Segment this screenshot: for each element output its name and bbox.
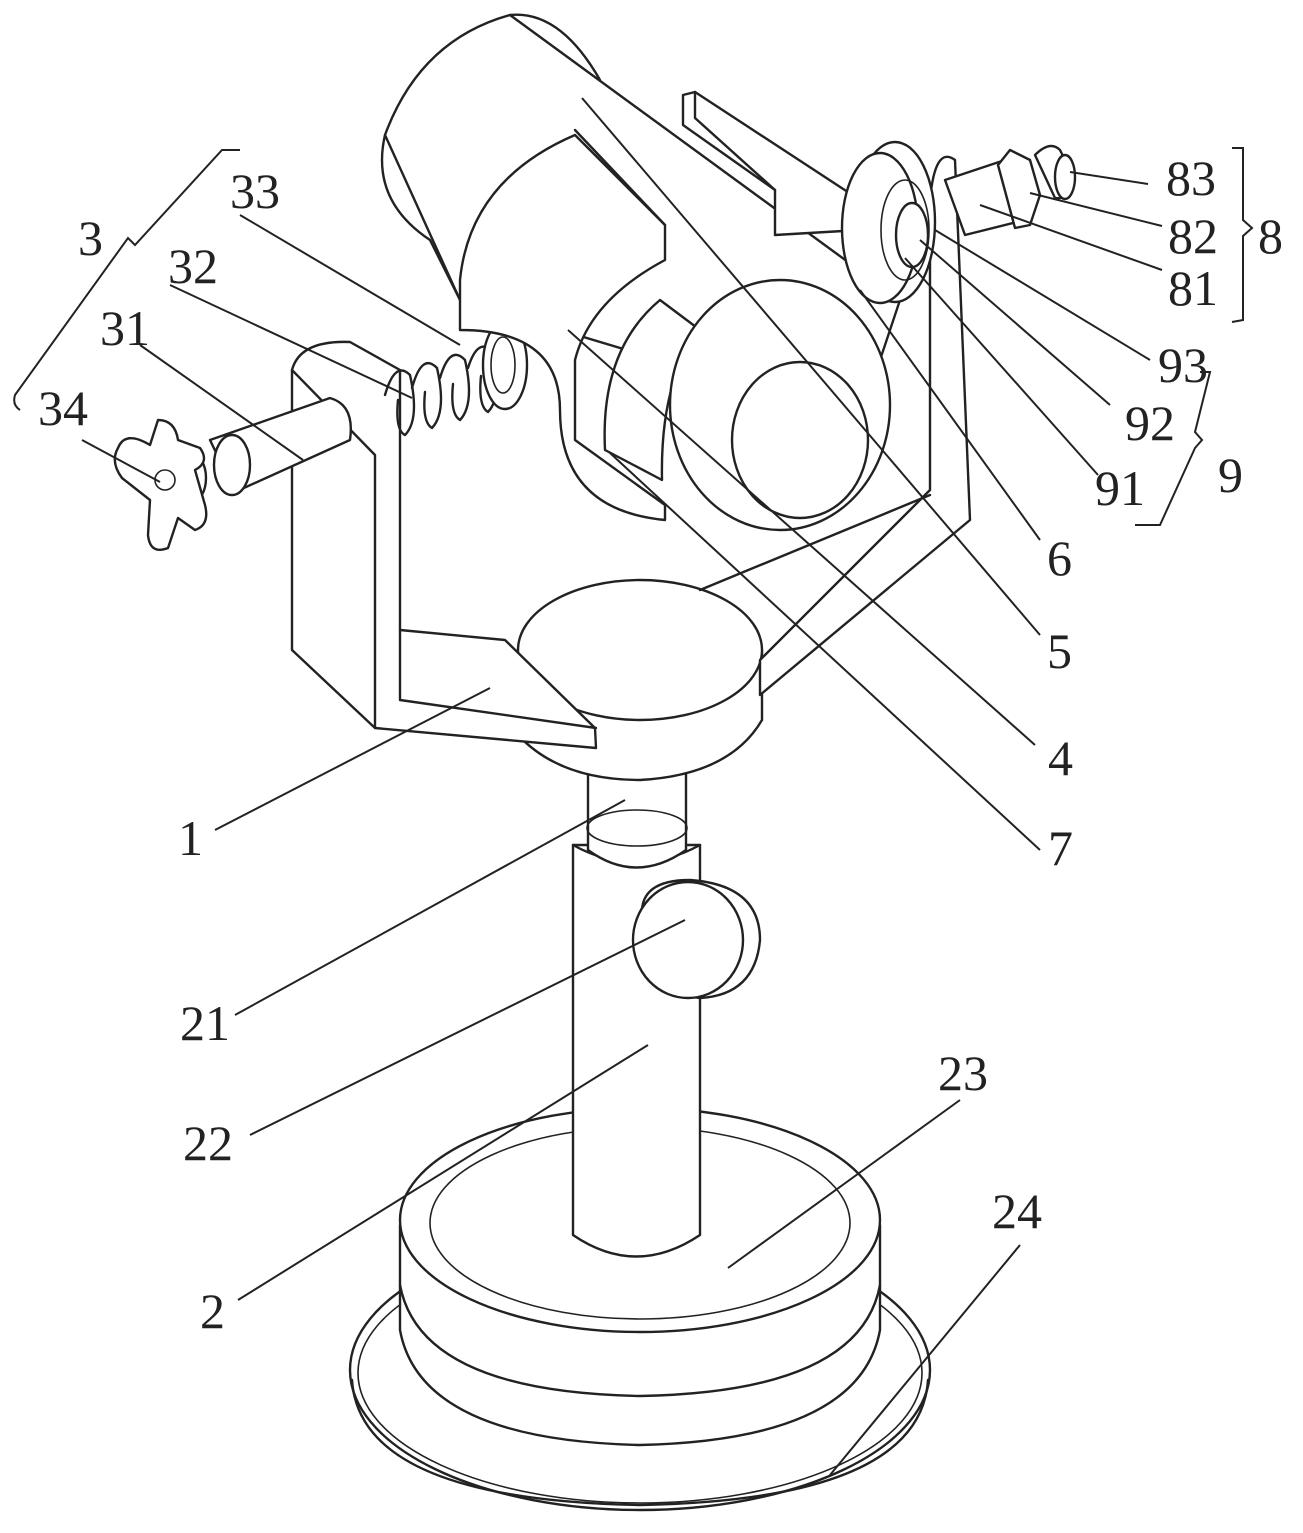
hand-wheel <box>115 420 206 550</box>
label-5: 5 <box>1047 623 1072 679</box>
end-cap <box>1035 146 1075 199</box>
label-23: 23 <box>938 1045 988 1101</box>
lock-knob <box>633 880 760 998</box>
label-92: 92 <box>1125 395 1175 451</box>
label-82: 82 <box>1168 208 1218 264</box>
compression-spring <box>385 347 497 435</box>
label-7: 7 <box>1048 820 1073 876</box>
label-6: 6 <box>1047 530 1072 586</box>
label-21: 21 <box>180 995 230 1051</box>
gear-set <box>842 142 935 303</box>
label-2: 2 <box>200 1283 225 1339</box>
label-81: 81 <box>1168 260 1218 316</box>
swivel-mount <box>518 580 762 780</box>
brace-8 <box>1232 148 1252 322</box>
label-34: 34 <box>38 380 88 436</box>
label-4: 4 <box>1048 730 1073 786</box>
label-83: 83 <box>1166 150 1216 206</box>
label-32: 32 <box>168 238 218 294</box>
label-3: 3 <box>78 210 103 266</box>
telescopic-rod <box>587 770 687 868</box>
label-33: 33 <box>230 163 280 219</box>
label-91: 91 <box>1095 460 1145 516</box>
label-9: 9 <box>1218 447 1243 503</box>
label-24: 24 <box>992 1183 1042 1239</box>
label-22: 22 <box>183 1115 233 1171</box>
lens-tube <box>670 280 890 530</box>
label-31: 31 <box>100 300 150 356</box>
label-1: 1 <box>178 810 203 866</box>
label-8: 8 <box>1258 208 1283 264</box>
label-93: 93 <box>1158 337 1208 393</box>
